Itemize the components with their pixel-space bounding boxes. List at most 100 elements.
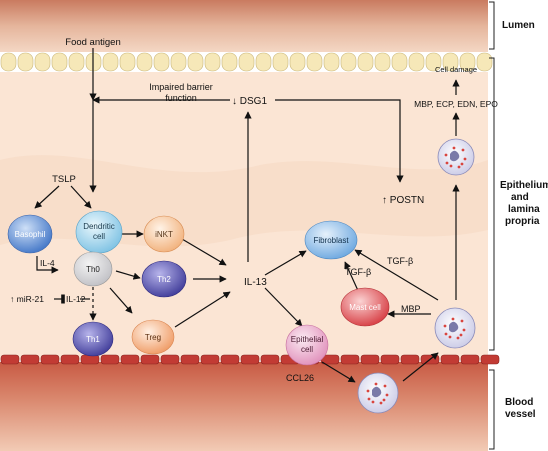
postn-label: ↑ POSTN: [382, 195, 424, 206]
epithelial-tile: [289, 52, 306, 72]
il12-label: IL-12: [66, 294, 86, 304]
lumen-label: Lumen: [502, 20, 535, 31]
endothelial-tile: [220, 354, 240, 365]
endothelial-layer: [0, 354, 500, 365]
mir21-label: ↑ miR-21: [10, 294, 44, 304]
th0-to-treg-arrow: [109, 287, 133, 314]
cell-damage-label: Cell damage: [435, 65, 477, 74]
basophil-cell: Basophil: [7, 214, 53, 254]
endothelial-tile: [40, 354, 60, 365]
endothelial-tile: [200, 354, 220, 365]
treg-to-il13-arrow: [174, 291, 231, 328]
food-antigen-label: Food antigen: [65, 37, 120, 48]
th0-to-th2-arrow: [115, 270, 141, 280]
fibroblast-cell: Fibroblast: [304, 220, 358, 260]
eosinophil-vessel: [357, 372, 399, 414]
inkt-to-il13-arrow: [181, 238, 227, 266]
inkt-cell: iNKT: [143, 215, 185, 253]
epithelial-tile: [170, 52, 187, 72]
endothelial-tile: [0, 354, 20, 365]
epithelial-tile: [408, 52, 425, 72]
eosinophil-upper: [437, 138, 475, 176]
epithelial-tile: [374, 52, 391, 72]
epithelial-tile: [357, 52, 374, 72]
arrows: [34, 48, 460, 383]
blood-label-1: Blood: [505, 397, 533, 408]
epithelium-label-1: Epithelium: [500, 180, 548, 191]
endothelial-tile: [240, 354, 260, 365]
tissue-wave: [0, 155, 488, 247]
tslp-to-basophil-arrow: [34, 185, 60, 209]
epithelial-tile: [17, 52, 34, 72]
mbp-label: MBP: [401, 304, 421, 314]
epithelial-tile: [187, 52, 204, 72]
dendritic-label-2: cell: [93, 232, 105, 241]
epithelial-tile: [68, 52, 85, 72]
tslp-to-dendritic-arrow: [70, 185, 92, 209]
tgf-beta-label-1: TGF-β: [387, 256, 413, 266]
endothelial-tile: [340, 354, 360, 365]
epithelial-tile: [340, 52, 357, 72]
th0-label: Th0: [86, 265, 100, 274]
epithelium-label-2: and: [511, 192, 529, 203]
epithelial-tile: [425, 52, 442, 72]
epithelial-tile: [442, 52, 459, 72]
treg-cell: Treg: [131, 319, 175, 355]
epithelium-label-3: lamina: [508, 204, 540, 215]
endothelial-tile: [460, 354, 480, 365]
epithelial-cell: Epithelial cell: [285, 324, 329, 366]
epithelial-tile: [119, 52, 136, 72]
epithelial-tile: [476, 52, 493, 72]
lumen-region: [0, 0, 488, 52]
endothelial-tile: [80, 354, 100, 365]
endothelial-tile: [360, 354, 380, 365]
impaired-barrier-label-1: Impaired barrier: [149, 82, 213, 92]
endothelial-tile: [180, 354, 200, 365]
dendritic-cell: Dendritic cell: [75, 210, 123, 254]
vessel-bracket: [489, 369, 495, 450]
epithelium-label-4: propria: [505, 216, 540, 227]
epithelial-tile: [0, 52, 17, 72]
il13-label: IL-13: [244, 277, 267, 288]
impaired-barrier-label-2: function: [165, 93, 197, 103]
epithelial-tile: [34, 52, 51, 72]
epithelial-tile: [102, 52, 119, 72]
il13-to-epithelial-arrow: [264, 287, 303, 327]
lumen-bracket: [489, 1, 495, 50]
th2-label: Th2: [157, 275, 171, 284]
dsg1-to-postn-arrow: [275, 99, 404, 183]
endothelial-tile: [440, 354, 460, 365]
il4-arrow: [36, 256, 59, 274]
mast-cell: Mast cell: [340, 287, 390, 327]
epithelial-tile: [255, 52, 272, 72]
il4-label: IL-4: [40, 258, 55, 268]
ccl26-label: CCL26: [286, 373, 314, 383]
il13-to-fibroblast-arrow: [264, 250, 307, 276]
treg-label: Treg: [145, 333, 161, 342]
th2-cell: Th2: [141, 260, 187, 298]
dsg1-label: ↓ DSG1: [232, 96, 267, 107]
epithelial-layer: [0, 52, 493, 72]
epithelial-tile: [272, 52, 289, 72]
eosinophil-migration-arrow: [402, 352, 439, 382]
epithelial-tile: [323, 52, 340, 72]
epithelial-tile: [136, 52, 153, 72]
endothelial-tile: [60, 354, 80, 365]
epithelial-tile: [153, 52, 170, 72]
inkt-label: iNKT: [155, 230, 173, 239]
th1-cell: Th1: [72, 321, 114, 357]
endothelial-tile: [120, 354, 140, 365]
th0-cell: Th0: [73, 251, 113, 287]
fibroblast-label: Fibroblast: [313, 236, 349, 245]
endothelial-tile: [100, 354, 120, 365]
mediators-label: MBP, ECP, EDN, EPO: [414, 99, 498, 109]
th1-label: Th1: [86, 335, 100, 344]
endothelial-tile: [160, 354, 180, 365]
dendritic-label-1: Dendritic: [83, 222, 115, 231]
epithelial-to-eosinophil-arrow: [321, 361, 356, 383]
blood-label-2: vessel: [505, 409, 536, 420]
endothelial-tile: [400, 354, 420, 365]
tslp-label: TSLP: [52, 174, 76, 185]
epithelial-tile: [238, 52, 255, 72]
eos-to-fibroblast-arrow: [354, 249, 439, 301]
